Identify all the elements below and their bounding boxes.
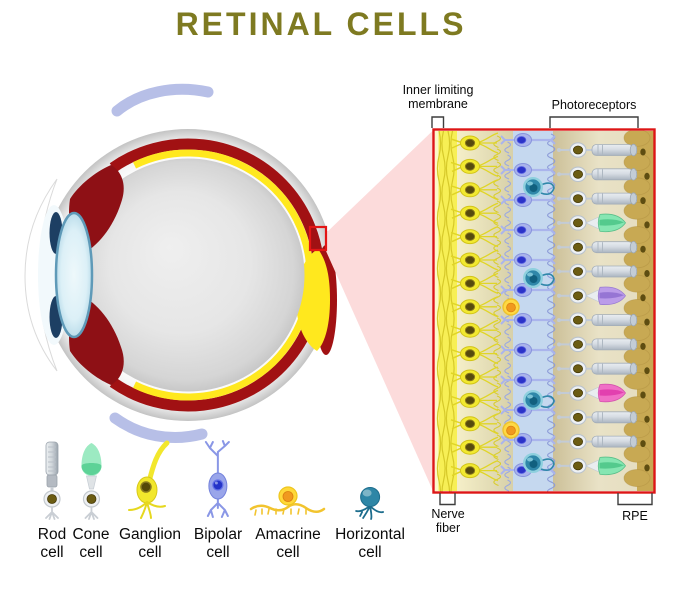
photoreceptors [557, 142, 638, 476]
ganglion-cell [450, 459, 499, 482]
horizontal-cell [523, 453, 555, 474]
bipolar-cells [500, 133, 556, 477]
ganglion-cell [450, 366, 499, 388]
ganglion-cell [450, 272, 499, 295]
legend-label: Horizontal cell [335, 526, 405, 561]
ganglion-cell [450, 319, 499, 341]
bipolar-cell [500, 433, 556, 447]
ganglion-cell [450, 132, 499, 154]
bipolar-cell [500, 283, 556, 297]
legend-label: Bipolar cell [193, 526, 243, 561]
bipolar-cell-icon [205, 440, 230, 518]
bipolar-cell [500, 373, 556, 387]
bipolar-cell [500, 253, 556, 267]
eye-cross-section [24, 83, 337, 443]
horizontal-cell [523, 268, 555, 289]
eye-muscle-top [111, 83, 214, 117]
legend-item-rod-cell: Rod cell [35, 440, 69, 562]
ganglion-cells [450, 132, 499, 482]
page-title: RETINAL CELLS [175, 6, 467, 42]
amacrine-cell [502, 298, 520, 316]
horizontal-cell [523, 176, 555, 197]
legend-label: Ganglion cell [118, 526, 182, 561]
rpe-bumps [623, 130, 651, 487]
cone-cell-icon [81, 443, 101, 520]
legend-item-bipolar-cell: Bipolar cell [194, 440, 242, 562]
bipolar-cell [500, 223, 556, 237]
bracket-rpe [617, 493, 653, 506]
ganglion-cell [450, 179, 499, 201]
bracket-inner-limiting-membrane [431, 116, 445, 128]
ganglion-cell [450, 155, 499, 178]
photoreceptor-rod [557, 190, 638, 207]
lens [54, 211, 94, 339]
legend-label: Cone cell [72, 526, 110, 561]
bipolar-cell [500, 163, 556, 177]
bipolar-cell [500, 343, 556, 357]
ganglion-cell [450, 296, 499, 318]
legend-item-horizontal-cell: Horizontal cell [335, 440, 405, 562]
highlight-box [308, 225, 328, 252]
label-photoreceptors: Photoreceptors [551, 98, 637, 112]
photoreceptor-rod [557, 433, 638, 450]
photoreceptor-rod [557, 360, 638, 377]
bipolar-cell [500, 403, 556, 417]
ganglion-cell [450, 436, 499, 458]
retina-thickening [296, 249, 330, 351]
horizontal-cells [523, 176, 555, 474]
label-inner-limiting-membrane: Inner limiting membrane [402, 83, 474, 112]
photoreceptor-rod [557, 239, 638, 255]
rod-cell-icon [43, 441, 61, 520]
amacrine-cells [502, 298, 520, 439]
bipolar-cell [500, 133, 556, 147]
rpe-cell-nuclei [640, 148, 650, 472]
photoreceptor-cone [557, 383, 626, 403]
label-nerve-fiber: Nerve fiber [431, 507, 465, 536]
photoreceptor-rod [557, 312, 638, 328]
photoreceptor-cone [557, 286, 626, 306]
ganglion-cell [450, 202, 499, 224]
magnification-beam [326, 130, 434, 492]
nerve-fiber-strands [436, 130, 455, 493]
photoreceptor-rod [557, 166, 638, 183]
legend-label: Amacrine cell [255, 526, 321, 561]
ganglion-cell [450, 342, 499, 365]
bipolar-cell [500, 313, 556, 327]
legend-item-amacrine-cell: Amacrine cell [248, 440, 328, 562]
photoreceptor-rod [557, 263, 638, 280]
ganglion-cell-icon [127, 440, 170, 519]
legend-label: Rod cell [37, 526, 67, 561]
ganglion-cell [450, 249, 499, 271]
eye-muscle-bottom [109, 412, 208, 443]
bracket-photoreceptors [549, 116, 639, 128]
amacrine-cell [502, 421, 520, 439]
inner-plexiform-fibers [493, 135, 512, 492]
bipolar-cell [500, 193, 556, 207]
horizontal-cell-icon [355, 487, 384, 520]
photoreceptor-rod [557, 336, 638, 353]
photoreceptor-cone [557, 456, 626, 476]
photoreceptor-rod [557, 409, 638, 426]
inner-limiting-membrane-strip [435, 131, 439, 491]
ganglion-cell [450, 389, 499, 412]
panel-cells [436, 130, 651, 493]
panel-border [432, 128, 656, 494]
bracket-nerve-fiber [439, 493, 456, 506]
label-rpe: RPE [622, 509, 648, 523]
vitreous-body [71, 158, 305, 392]
horizontal-cell [523, 390, 555, 411]
ganglion-cell [450, 225, 499, 248]
photoreceptor-cone [557, 213, 626, 233]
annotation-brackets [431, 116, 653, 506]
ganglion-cell [450, 413, 499, 435]
legend-item-ganglion-cell: Ganglion cell [119, 440, 181, 562]
photoreceptor-rod [557, 142, 638, 158]
amacrine-cell-icon [249, 486, 326, 516]
legend-item-cone-cell: Cone cell [72, 440, 110, 562]
